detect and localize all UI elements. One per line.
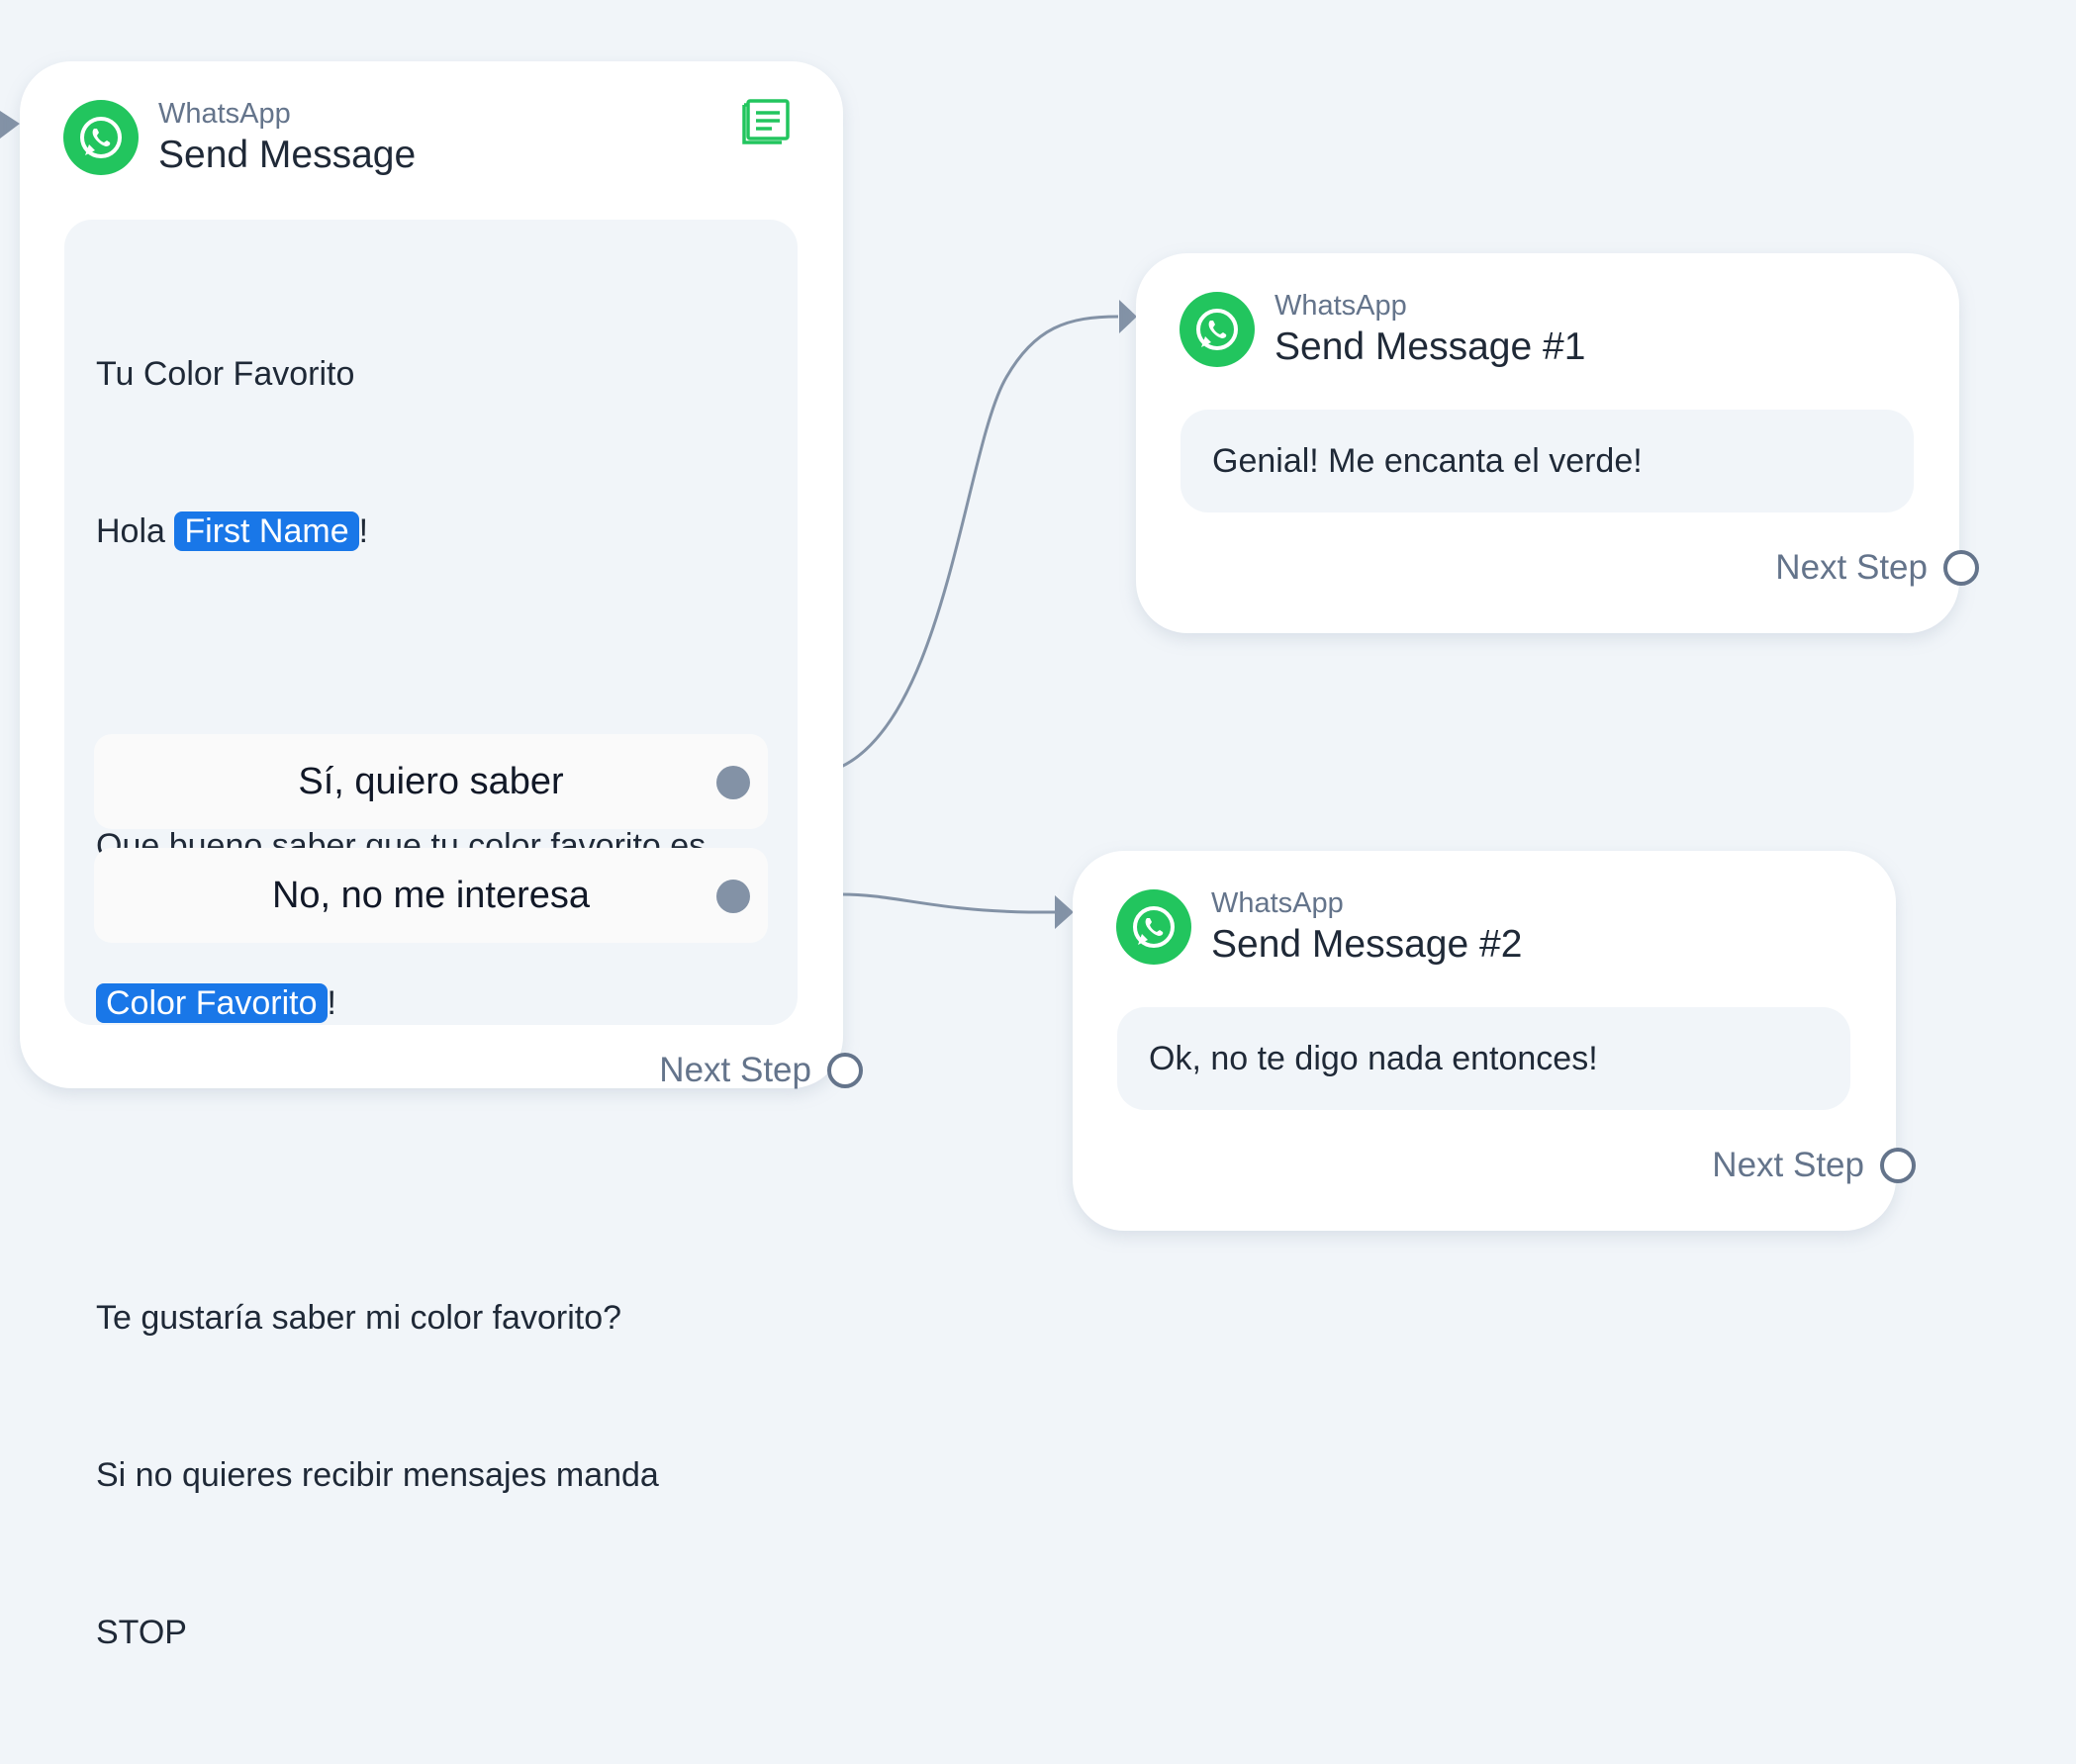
greeting-suffix: ! [358, 512, 369, 550]
message-line: Tu Color Favorito [96, 355, 355, 393]
next-step-handle[interactable] [1943, 550, 1979, 586]
message-blank-line [96, 1135, 768, 1187]
message-text: Tu Color Favorito Hola First Name! Que b… [96, 243, 768, 1764]
next-step-label: Next Step [1775, 548, 1928, 587]
greeting-prefix: Hola [96, 512, 175, 550]
quick-reply-label: No, no me interesa [271, 874, 591, 916]
arrow-into-message-1 [1119, 300, 1137, 333]
node-send-message[interactable]: WhatsApp Send Message Tu Color Favorito … [20, 61, 863, 1651]
next-step[interactable]: Next Step [1775, 548, 1979, 588]
next-step-handle[interactable] [1880, 1148, 1916, 1183]
node-app-name: WhatsApp [1274, 289, 1407, 322]
quick-reply-button[interactable]: No, no me interesa [94, 848, 768, 943]
quick-reply-handle[interactable] [716, 766, 750, 799]
node-app-name: WhatsApp [158, 97, 291, 130]
message-content-box[interactable]: Tu Color Favorito Hola First Name! Que b… [64, 220, 798, 1651]
next-step-handle[interactable] [827, 1053, 863, 1088]
message-blank-line [96, 663, 768, 715]
message-line-color: Color Favorito! [96, 977, 768, 1030]
quick-reply-handle[interactable] [716, 880, 750, 913]
node-titles: WhatsApp Send Message [158, 97, 417, 177]
message-text: Genial! Me encanta el verde! [1212, 442, 1643, 480]
next-step-label: Next Step [1712, 1146, 1864, 1184]
node-send-message-2[interactable]: WhatsApp Send Message #2 Ok, no te digo … [1073, 851, 1916, 1231]
message-line: STOP [96, 1614, 187, 1651]
message-line: Te gustaría saber mi color favorito? [96, 1299, 622, 1337]
incoming-connector-arrow [0, 111, 20, 139]
quick-reply-button[interactable]: Sí, quiero saber [94, 734, 768, 829]
whatsapp-icon [63, 100, 139, 175]
message-line: Si no quieres recibir mensajes manda [96, 1456, 659, 1494]
message-text: Ok, no te digo nada entonces! [1149, 1040, 1598, 1077]
whatsapp-icon [1180, 292, 1255, 367]
node-header: WhatsApp Send Message [63, 95, 800, 180]
node-titles: WhatsApp Send Message #2 [1211, 886, 1523, 967]
node-title: Send Message #2 [1211, 922, 1523, 966]
node-app-name: WhatsApp [1211, 886, 1344, 919]
next-step-label: Next Step [659, 1051, 811, 1089]
color-suffix: ! [327, 984, 336, 1022]
variable-pill-first-name[interactable]: First Name [174, 511, 359, 551]
arrow-into-message-2 [1055, 895, 1074, 929]
next-step[interactable]: Next Step [659, 1051, 863, 1090]
flow-canvas[interactable]: WhatsApp Send Message Tu Color Favorito … [0, 0, 2076, 1651]
message-content-box[interactable]: Ok, no te digo nada entonces! [1117, 1007, 1850, 1110]
node-header: WhatsApp Send Message #2 [1116, 884, 1852, 970]
next-step[interactable]: Next Step [1712, 1146, 1916, 1185]
message-content-box[interactable]: Genial! Me encanta el verde! [1180, 410, 1914, 512]
quick-reply-label: Sí, quiero saber [298, 760, 564, 802]
node-title: Send Message #1 [1274, 325, 1586, 368]
notes-icon[interactable] [740, 91, 796, 146]
node-titles: WhatsApp Send Message #1 [1274, 289, 1586, 369]
whatsapp-icon [1116, 889, 1191, 965]
variable-pill-color-favorito[interactable]: Color Favorito [96, 983, 328, 1023]
node-title: Send Message [158, 133, 417, 176]
message-line-greeting: Hola First Name! [96, 506, 768, 558]
node-header: WhatsApp Send Message #1 [1180, 287, 1916, 372]
node-send-message-1[interactable]: WhatsApp Send Message #1 Genial! Me enca… [1136, 253, 1979, 633]
